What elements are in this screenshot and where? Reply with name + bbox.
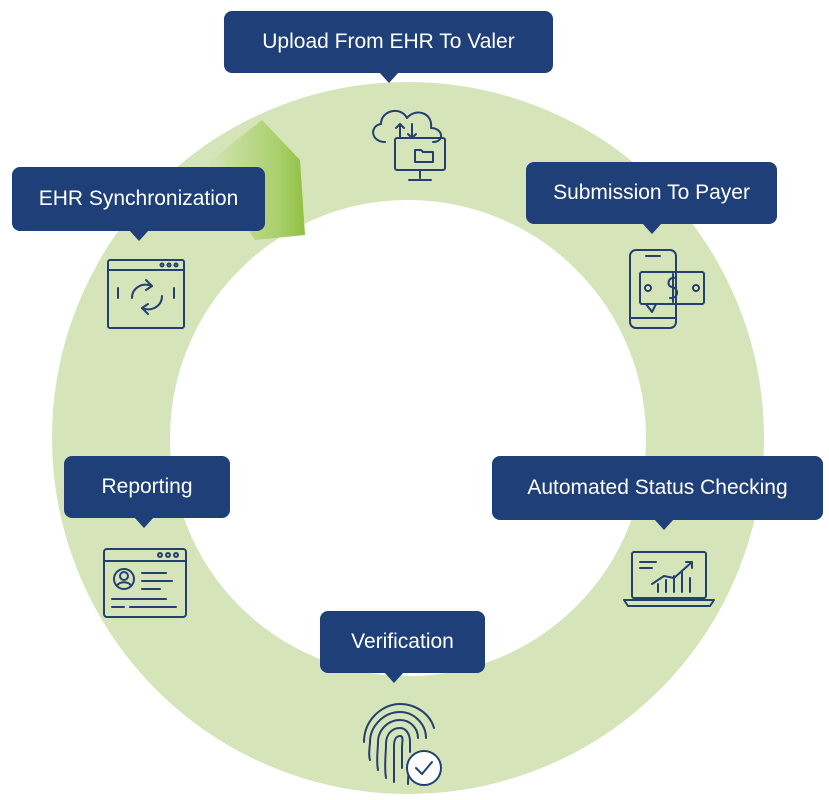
step-label-status-checking: Automated Status Checking bbox=[492, 456, 823, 520]
profile-window-icon bbox=[102, 547, 188, 619]
step-label-submission-text: Submission To Payer bbox=[553, 181, 750, 204]
step-label-reporting-text: Reporting bbox=[101, 475, 193, 498]
cloud-computer-icon bbox=[363, 104, 451, 184]
step-label-ehr-sync-text: EHR Synchronization bbox=[38, 187, 239, 210]
laptop-chart-icon bbox=[622, 548, 716, 610]
phone-payment-icon bbox=[626, 246, 708, 332]
fingerprint-check-icon bbox=[354, 698, 448, 792]
step-label-upload-text: Upload From EHR To Valer bbox=[262, 30, 515, 53]
step-label-ehr-sync: EHR Synchronization bbox=[12, 167, 265, 231]
browser-sync-icon bbox=[106, 258, 186, 330]
step-label-verification: Verification bbox=[320, 611, 485, 673]
step-label-verification-text: Verification bbox=[351, 630, 454, 653]
step-label-reporting: Reporting bbox=[64, 456, 230, 518]
step-label-submission: Submission To Payer bbox=[526, 162, 777, 224]
step-label-status-checking-text: Automated Status Checking bbox=[527, 476, 788, 499]
step-label-upload: Upload From EHR To Valer bbox=[224, 11, 553, 73]
